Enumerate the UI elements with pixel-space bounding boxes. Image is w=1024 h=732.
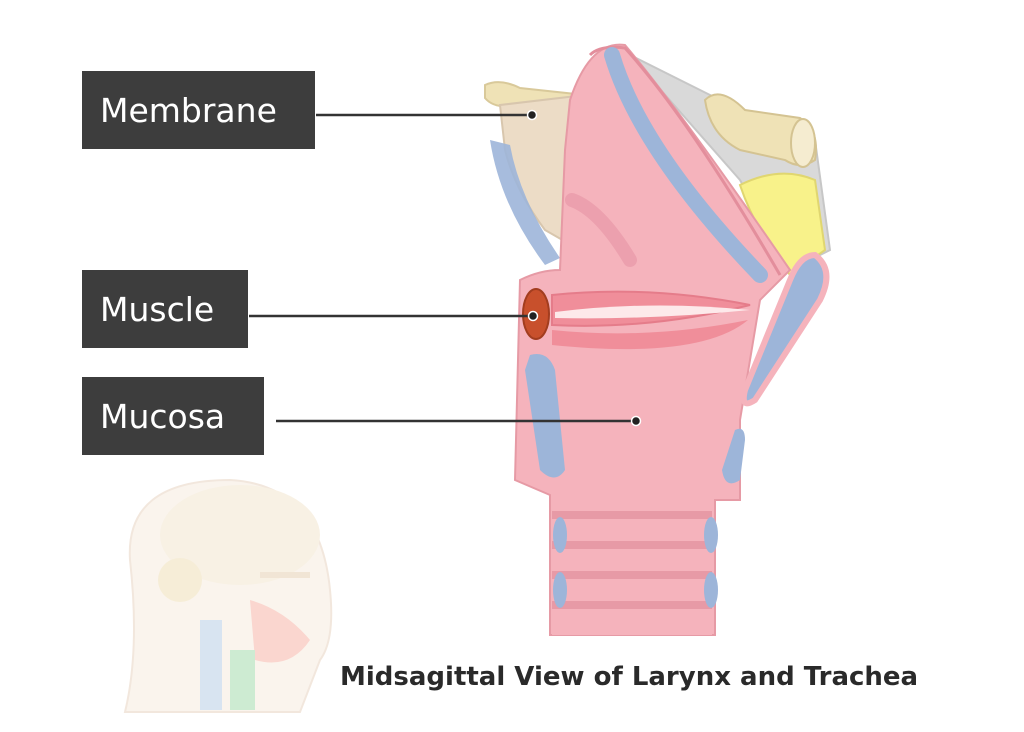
- larynx-mucosa-body: [513, 43, 830, 636]
- posterior-structures: [629, 54, 832, 277]
- membrane-label: Membrane: [82, 71, 315, 149]
- muscle-pointer: [527, 310, 539, 322]
- mucosa-pointer: [630, 415, 642, 427]
- trachea: [552, 500, 718, 635]
- head-orientation-thumbnail: [123, 478, 333, 713]
- diagram-caption: Midsagittal View of Larynx and Trachea: [340, 662, 919, 692]
- muscle-label: Muscle: [82, 270, 248, 348]
- membrane-pointer: [526, 109, 538, 121]
- mucosa-label: Mucosa: [82, 377, 264, 455]
- leader-lines: [249, 109, 642, 427]
